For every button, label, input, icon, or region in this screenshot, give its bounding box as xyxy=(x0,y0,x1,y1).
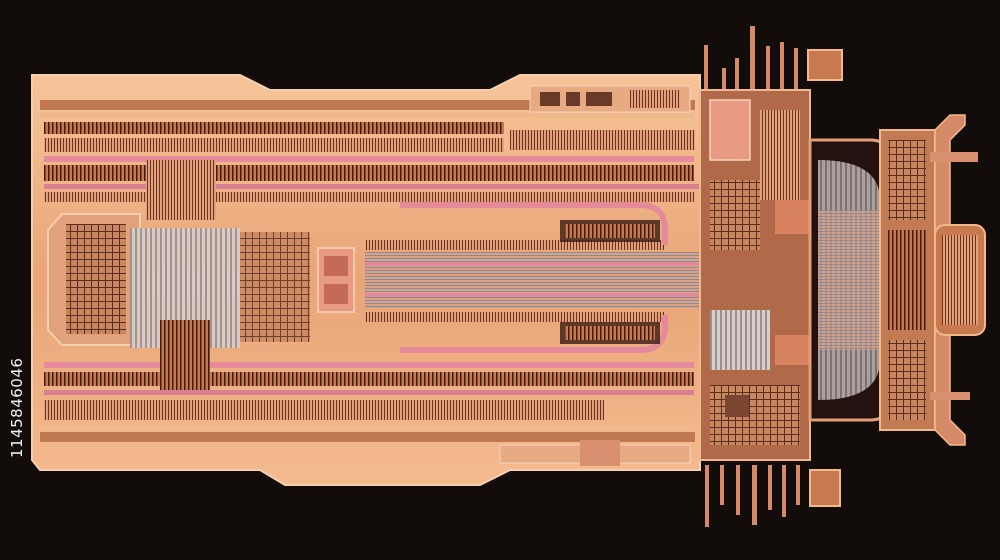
top-detail-block xyxy=(529,85,691,113)
top-pins xyxy=(704,26,843,98)
stock-id-watermark: 1145846046 xyxy=(8,357,26,458)
bottom-pins xyxy=(705,465,841,527)
right-interface-block xyxy=(699,89,986,461)
bottom-detail-block xyxy=(499,440,691,466)
left-logic-block xyxy=(47,160,355,390)
